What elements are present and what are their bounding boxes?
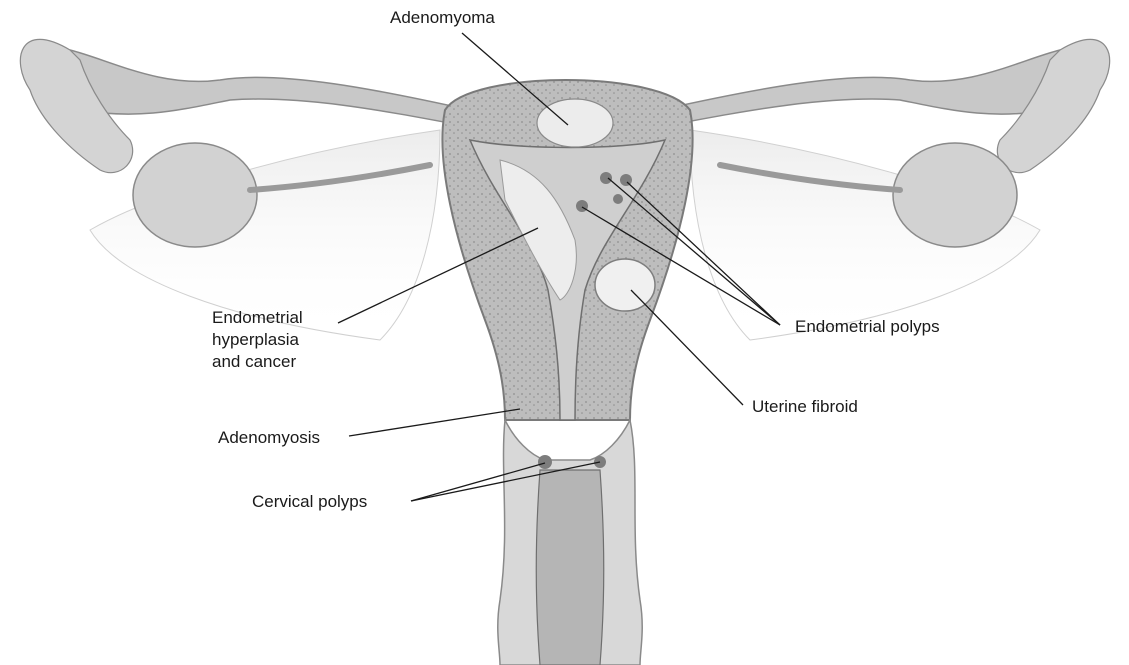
- label-adenomyoma: Adenomyoma: [390, 7, 495, 29]
- label-line-3: and cancer: [212, 351, 352, 373]
- label-line-1: Endometrial: [212, 307, 352, 329]
- label-endometrial-hyperplasia: Endometrial hyperplasia and cancer: [212, 307, 352, 373]
- label-line-2: hyperplasia: [212, 329, 352, 351]
- cervical-polyp-1: [538, 455, 552, 469]
- polyp-1: [600, 172, 612, 184]
- fallopian-tube-right: [660, 50, 1078, 125]
- polyp-4: [613, 194, 623, 204]
- label-cervical-polyps: Cervical polyps: [252, 491, 367, 513]
- vaginal-canal: [536, 470, 604, 665]
- adenomyoma-mass: [537, 99, 613, 147]
- label-uterine-fibroid: Uterine fibroid: [752, 396, 858, 418]
- ovary-left: [133, 143, 257, 247]
- fallopian-tube-left: [52, 50, 470, 125]
- leader-adenomyosis: [349, 409, 520, 436]
- ovary-right: [893, 143, 1017, 247]
- label-adenomyosis: Adenomyosis: [218, 427, 320, 449]
- label-endometrial-polyps: Endometrial polyps: [795, 316, 940, 338]
- uterine-fibroid-mass: [595, 259, 655, 311]
